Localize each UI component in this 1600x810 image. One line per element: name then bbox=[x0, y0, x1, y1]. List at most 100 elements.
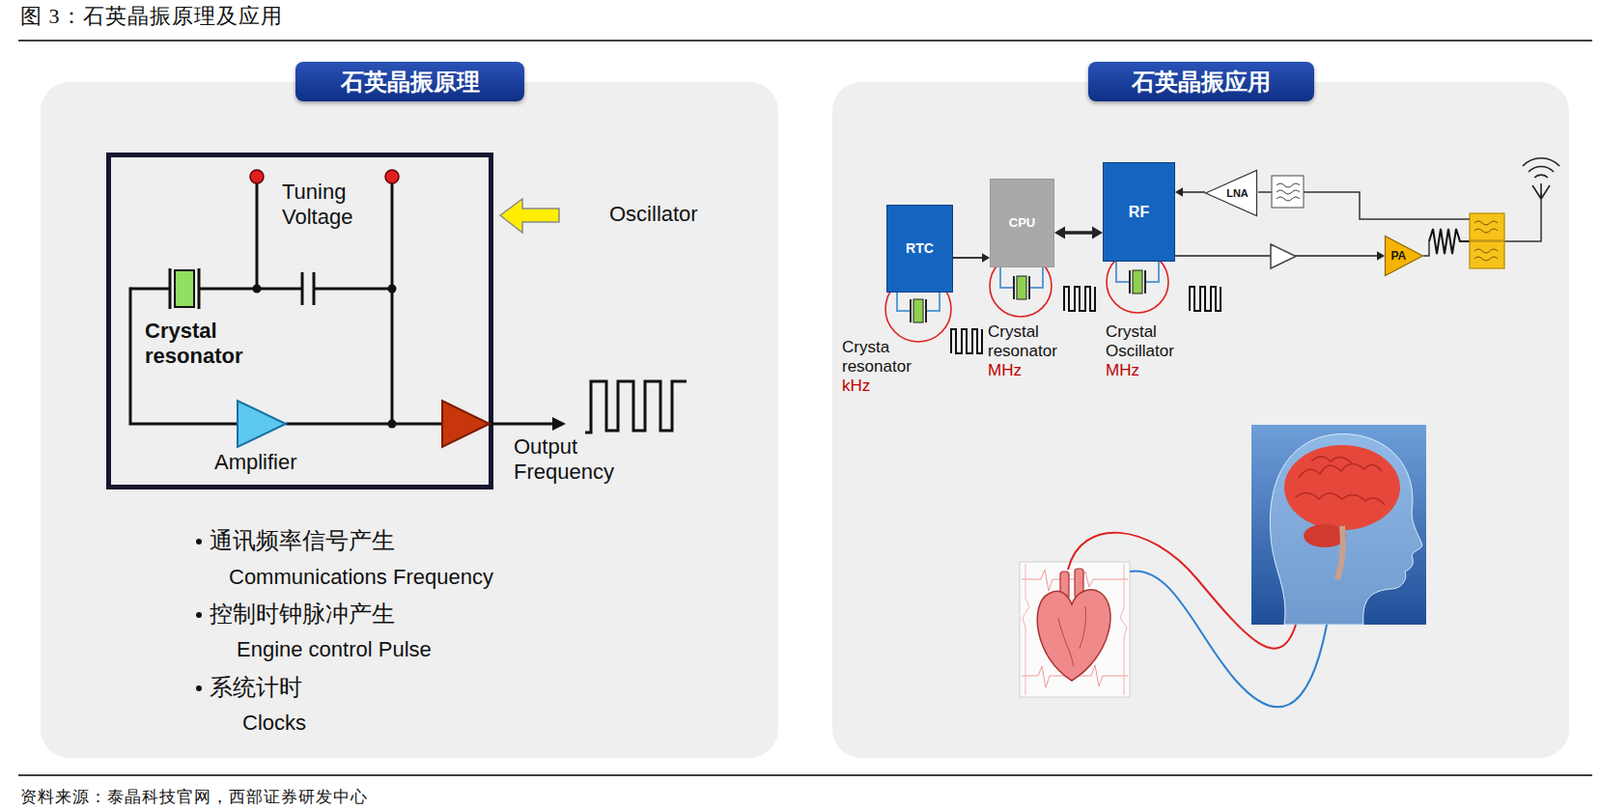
svg-rect bbox=[1019, 561, 1130, 698]
frequency-label: kHz bbox=[842, 376, 871, 396]
svg-path bbox=[313, 287, 393, 291]
capacitor-symbol bbox=[302, 272, 314, 306]
arrowhead bbox=[982, 252, 990, 263]
svg-path bbox=[391, 176, 394, 424]
svg-path bbox=[1522, 158, 1560, 167]
output-arrowhead bbox=[552, 417, 566, 431]
signal-curves bbox=[1067, 533, 1327, 708]
part-label: Crysta resonator bbox=[842, 337, 912, 377]
connector bbox=[1054, 225, 1103, 239]
svg-path bbox=[198, 287, 303, 291]
arrowhead bbox=[1054, 225, 1066, 239]
svg-path bbox=[1423, 241, 1430, 256]
crystal-symbol bbox=[169, 268, 199, 309]
svg-path bbox=[1269, 434, 1423, 625]
bullet-dots bbox=[196, 538, 202, 692]
frequency-label: MHz bbox=[1105, 361, 1140, 381]
circuit-wires bbox=[130, 176, 554, 424]
rtc-chip: RTC bbox=[886, 204, 954, 293]
svg-path bbox=[1337, 526, 1344, 580]
head-brain-picture bbox=[1251, 424, 1427, 625]
terminal-dots bbox=[250, 169, 399, 429]
svg-line bbox=[301, 272, 305, 306]
svg-path bbox=[1258, 191, 1272, 194]
svg-path bbox=[1429, 228, 1470, 254]
panel-heading: 石英晶振应用 bbox=[1088, 61, 1315, 102]
bottom-rule bbox=[18, 774, 1593, 777]
bullet-text: 通讯频率信号产生 bbox=[209, 527, 395, 555]
amplifier-symbol bbox=[237, 400, 286, 448]
svg-path bbox=[1189, 286, 1221, 311]
driver-amplifier-symbol bbox=[1270, 244, 1296, 269]
part-label: Oscillator bbox=[609, 201, 699, 227]
application-illustration bbox=[832, 82, 1570, 758]
svg-circle bbox=[252, 284, 262, 294]
source-caption: 资料来源：泰晶科技官网，西部证券研发中心 bbox=[20, 786, 368, 809]
rf-chip: RF bbox=[1102, 162, 1176, 262]
arrowhead bbox=[1376, 251, 1385, 261]
connector-layer bbox=[832, 82, 1570, 758]
svg-path bbox=[1295, 456, 1385, 506]
crystal-symbol bbox=[1013, 276, 1030, 300]
svg-line bbox=[197, 268, 201, 309]
output-square-wave bbox=[585, 381, 687, 433]
svg-path bbox=[1067, 533, 1296, 649]
svg-circle bbox=[196, 538, 202, 545]
svg-path bbox=[1474, 221, 1498, 261]
amplifier-label: PA bbox=[1391, 250, 1407, 262]
connector-line bbox=[953, 256, 984, 259]
svg-path bbox=[130, 287, 170, 291]
svg-line bbox=[168, 268, 172, 309]
svg-rect bbox=[1469, 213, 1505, 241]
lna-amplifier: LNA bbox=[1205, 169, 1258, 217]
svg-path bbox=[1058, 606, 1087, 667]
svg-circle bbox=[196, 612, 202, 618]
bullet-text: 系统计时 bbox=[209, 673, 303, 702]
svg-path bbox=[1129, 571, 1327, 708]
svg-circle bbox=[388, 420, 397, 429]
part-label: Crystal resonator bbox=[144, 318, 243, 369]
part-label: Crystal Oscillator bbox=[1105, 322, 1175, 362]
arrowhead bbox=[1092, 225, 1103, 239]
crystal-symbol bbox=[910, 299, 927, 323]
svg-path bbox=[951, 329, 983, 354]
svg-polyline bbox=[1022, 563, 1030, 696]
svg-path bbox=[255, 176, 259, 289]
ecg-heart-picture bbox=[1019, 561, 1130, 698]
svg-path bbox=[1064, 286, 1095, 311]
output-buffer-symbol bbox=[442, 400, 490, 448]
svg-path bbox=[489, 422, 554, 426]
svg-circle bbox=[388, 284, 397, 294]
svg-circle bbox=[196, 685, 202, 692]
chip-label: RF bbox=[1128, 202, 1150, 222]
connector bbox=[953, 252, 990, 263]
bullet-subtext: Communications Frequency bbox=[228, 564, 494, 590]
svg-circle bbox=[250, 169, 264, 184]
svg-ellipse bbox=[1284, 445, 1401, 531]
triangle-shape bbox=[1206, 170, 1258, 217]
svg-line bbox=[312, 272, 316, 306]
svg-path bbox=[1276, 183, 1300, 201]
svg-rect bbox=[1469, 241, 1505, 269]
svg-path bbox=[1037, 589, 1111, 681]
duplexer-symbol bbox=[1469, 213, 1505, 269]
svg-path bbox=[1534, 174, 1548, 178]
part-label: Amplifier bbox=[214, 449, 298, 476]
svg-path bbox=[1504, 193, 1542, 242]
top-rule bbox=[18, 39, 1593, 42]
filter-symbol bbox=[1271, 175, 1304, 208]
cpu-chip: CPU bbox=[989, 178, 1055, 268]
frequency-label: MHz bbox=[987, 361, 1022, 381]
chip-label: CPU bbox=[1009, 215, 1036, 231]
svg-rect bbox=[174, 270, 195, 308]
pointer-arrow bbox=[500, 198, 560, 233]
svg-rect bbox=[1271, 175, 1304, 208]
svg-path bbox=[285, 422, 443, 426]
connector-line bbox=[1063, 230, 1095, 235]
svg-rect bbox=[1251, 424, 1427, 625]
connector-line bbox=[1180, 191, 1206, 194]
signal-label: Output Frequency bbox=[513, 434, 615, 485]
svg-circle bbox=[385, 169, 399, 184]
chip-label: RTC bbox=[905, 240, 934, 257]
svg-path bbox=[1528, 166, 1554, 172]
